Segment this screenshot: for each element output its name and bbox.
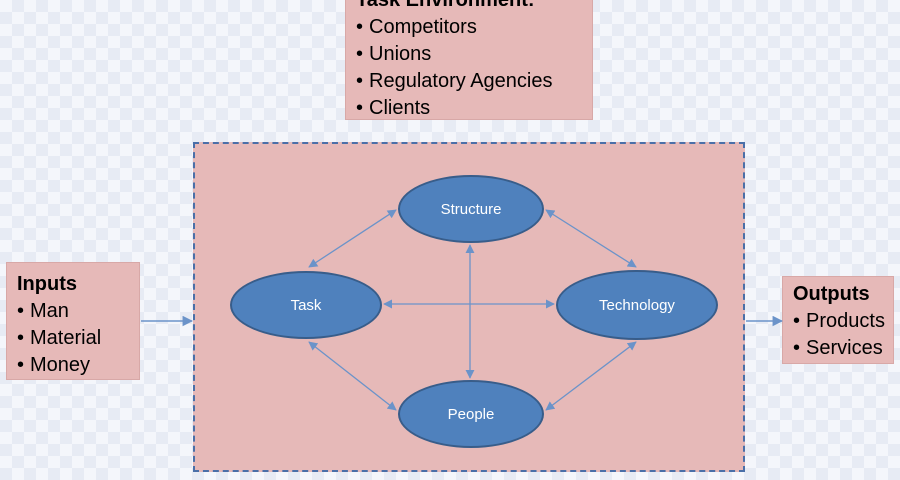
list-item: Competitors [356,14,582,41]
list-item: Clients [356,95,582,122]
structure-node-label: Structure [440,200,502,218]
list-item: Unions [356,41,582,68]
list-item: Material [17,325,129,352]
task-environment-heading: Task Environment: [356,0,535,11]
task-node: Task [230,271,382,339]
structure-node: Structure [398,175,544,243]
outputs-list: Products Services [793,308,885,362]
outputs-box: Outputs Products Services [782,276,894,364]
task-people-arrow [308,341,397,411]
structure-technology-arrow [545,209,637,268]
list-item: Products [793,308,885,335]
list-item: Services [793,335,883,362]
people-node-label: People [447,405,495,423]
technology-node: Technology [556,270,718,340]
task-node-label: Task [290,296,322,314]
task-environment-list: Competitors Unions Regulatory Agencies C… [356,14,582,122]
inputs-heading: Inputs [17,273,77,295]
technology-node-label: Technology [599,296,675,314]
list-item: Money [17,352,129,379]
technology-people-arrow [545,341,637,411]
list-item: Regulatory Agencies [356,68,582,95]
list-item: Man [17,298,129,325]
task-environment-box: Task Environment: Competitors Unions Reg… [345,0,593,120]
people-node: People [398,380,544,448]
inputs-list: Man Material Money [17,298,129,379]
inputs-box: Inputs Man Material Money [6,262,140,380]
task-structure-arrow [308,209,397,268]
outputs-heading: Outputs [793,283,870,305]
